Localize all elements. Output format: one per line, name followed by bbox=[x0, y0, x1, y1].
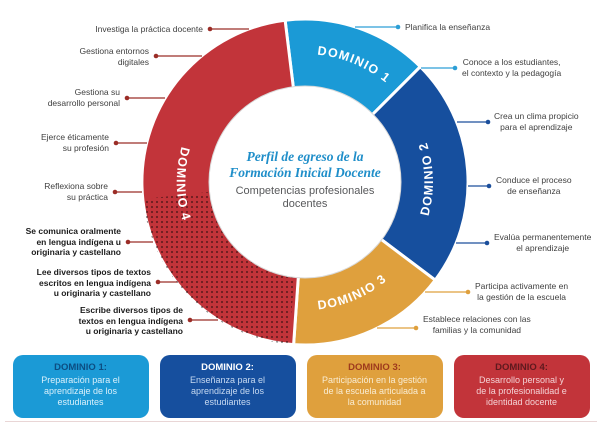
callout-lee-textos: Lee diversos tipos de textos escritos en… bbox=[36, 267, 151, 298]
legend-box-dominio-4: DOMINIO 4: Desarrollo personal y de la p… bbox=[453, 355, 590, 418]
connector-dot bbox=[486, 183, 492, 189]
connector-dot bbox=[153, 53, 159, 59]
center-label: Perfil de egreso de la Formación Inicial… bbox=[210, 149, 400, 211]
bottom-divider bbox=[5, 421, 597, 422]
callout-investiga-practica: Investiga la práctica docente bbox=[95, 24, 203, 34]
legend-row: DOMINIO 1: Preparación para el aprendiza… bbox=[0, 355, 602, 418]
connector-dot bbox=[124, 95, 130, 101]
legend-box-dominio-3: DOMINIO 3: Participación en la gestión d… bbox=[306, 355, 443, 418]
connector-dot bbox=[413, 325, 419, 331]
callout-conduce-proceso: Conduce el proceso de enseñanza bbox=[496, 175, 572, 196]
callout-planifica: Planifica la enseñanza bbox=[405, 22, 491, 32]
connector-dot bbox=[484, 240, 490, 246]
left-connector-dots bbox=[112, 26, 213, 323]
connector-dot bbox=[187, 317, 193, 323]
legend-box-dominio-1: DOMINIO 1: Preparación para el aprendiza… bbox=[12, 355, 149, 418]
dominio-4-arc-label: DOMINIO 4 bbox=[174, 146, 194, 223]
connector-dot bbox=[207, 26, 213, 32]
callout-reflexiona: Reflexiona sobre su práctica bbox=[44, 181, 108, 202]
callout-evalua: Evalúa permanentemente el aprendizaje bbox=[494, 232, 592, 253]
left-connector-lines bbox=[115, 28, 249, 321]
connector-dot bbox=[485, 119, 491, 125]
connector-dot bbox=[125, 239, 131, 245]
callout-establece-relaciones: Establece relaciones con las familias y … bbox=[423, 314, 531, 335]
connector-dot bbox=[113, 140, 119, 146]
center-subtitle: Competencias profesionales docentes bbox=[235, 185, 375, 210]
callout-conoce-estudiantes: Conoce a los estudiantes, el contexto y … bbox=[462, 57, 562, 78]
connector-dot bbox=[465, 289, 471, 295]
connector-dot bbox=[452, 65, 458, 71]
callout-se-comunica: Se comunica oralmente en lengua indígena… bbox=[25, 226, 121, 257]
connector-dot bbox=[112, 189, 118, 195]
callout-gestiona-entornos: Gestiona entornos digitales bbox=[79, 46, 149, 67]
connector-dot bbox=[395, 24, 401, 30]
right-connectors bbox=[355, 24, 492, 331]
center-title: Perfil de egreso de la Formación Inicial… bbox=[229, 149, 381, 180]
callout-escribe-textos: Escribe diversos tipos de textos en leng… bbox=[78, 305, 183, 336]
legend-box-dominio-2: DOMINIO 2: Enseñanza para el aprendizaje… bbox=[159, 355, 296, 418]
donut-center-circle bbox=[208, 85, 402, 279]
callout-crea-clima: Crea un clima propicio para el aprendiza… bbox=[494, 111, 579, 132]
connector-dot bbox=[155, 279, 161, 285]
callout-ejerce-eticamente: Ejerce éticamente su profesión bbox=[40, 132, 109, 153]
callout-gestiona-desarrollo: Gestiona su desarrollo personal bbox=[47, 87, 120, 108]
dominio-4-dotted-texture bbox=[142, 191, 296, 345]
callout-participa-gestion: Participa activamente en la gestión de l… bbox=[475, 281, 569, 302]
